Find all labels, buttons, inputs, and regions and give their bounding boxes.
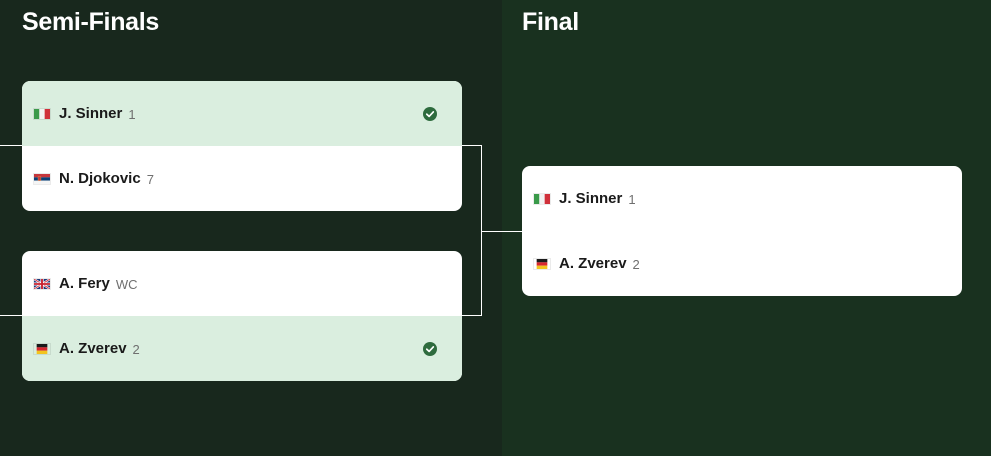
player-row[interactable]: A. Zverev 2 bbox=[522, 231, 962, 296]
semi-finals-title: Semi-Finals bbox=[22, 8, 160, 36]
player-seed: 2 bbox=[632, 257, 640, 272]
germany-flag-icon bbox=[33, 342, 51, 355]
player-row[interactable]: A. Fery WC bbox=[22, 251, 462, 316]
semi-finals-column bbox=[0, 0, 502, 456]
player-row[interactable]: A. Zverev 2 bbox=[22, 316, 462, 381]
player-row[interactable]: J. Sinner 1 bbox=[22, 81, 462, 146]
player-seed: 2 bbox=[132, 342, 140, 357]
bracket-line-out-top bbox=[462, 145, 482, 146]
player-name[interactable]: N. Djokovic bbox=[59, 170, 141, 187]
germany-flag-icon bbox=[533, 257, 551, 270]
check-circle-icon bbox=[423, 107, 437, 121]
check-circle-icon bbox=[423, 342, 437, 356]
uk-flag-icon bbox=[33, 277, 51, 290]
player-name[interactable]: J. Sinner bbox=[59, 105, 123, 122]
player-row[interactable]: N. Djokovic 7 bbox=[22, 146, 462, 211]
player-seed: 1 bbox=[128, 107, 136, 122]
player-name[interactable]: A. Zverev bbox=[59, 340, 127, 357]
italy-flag-icon bbox=[33, 107, 51, 120]
italy-flag-icon bbox=[533, 192, 551, 205]
bracket-line-vertical bbox=[481, 145, 482, 316]
player-seed: 1 bbox=[628, 192, 636, 207]
bracket-line-out-bottom bbox=[462, 315, 482, 316]
player-row[interactable]: J. Sinner 1 bbox=[522, 166, 962, 231]
player-name[interactable]: J. Sinner bbox=[559, 190, 623, 207]
bracket-line-in-bottom bbox=[0, 315, 22, 316]
semi-final-1-card[interactable]: J. Sinner 1 N. Djokovic 7 bbox=[22, 81, 462, 211]
player-seed: 7 bbox=[146, 172, 154, 187]
player-seed: WC bbox=[115, 277, 138, 292]
semi-final-2-card[interactable]: A. Fery WC A. Zverev 2 bbox=[22, 251, 462, 381]
final-card[interactable]: J. Sinner 1 A. Zverev 2 bbox=[522, 166, 962, 296]
player-name[interactable]: A. Zverev bbox=[559, 255, 627, 272]
player-name[interactable]: A. Fery bbox=[59, 275, 110, 292]
bracket-line-in-top bbox=[0, 145, 22, 146]
bracket-line-to-final bbox=[481, 231, 522, 232]
final-title: Final bbox=[522, 8, 579, 36]
serbia-flag-icon bbox=[33, 172, 51, 185]
